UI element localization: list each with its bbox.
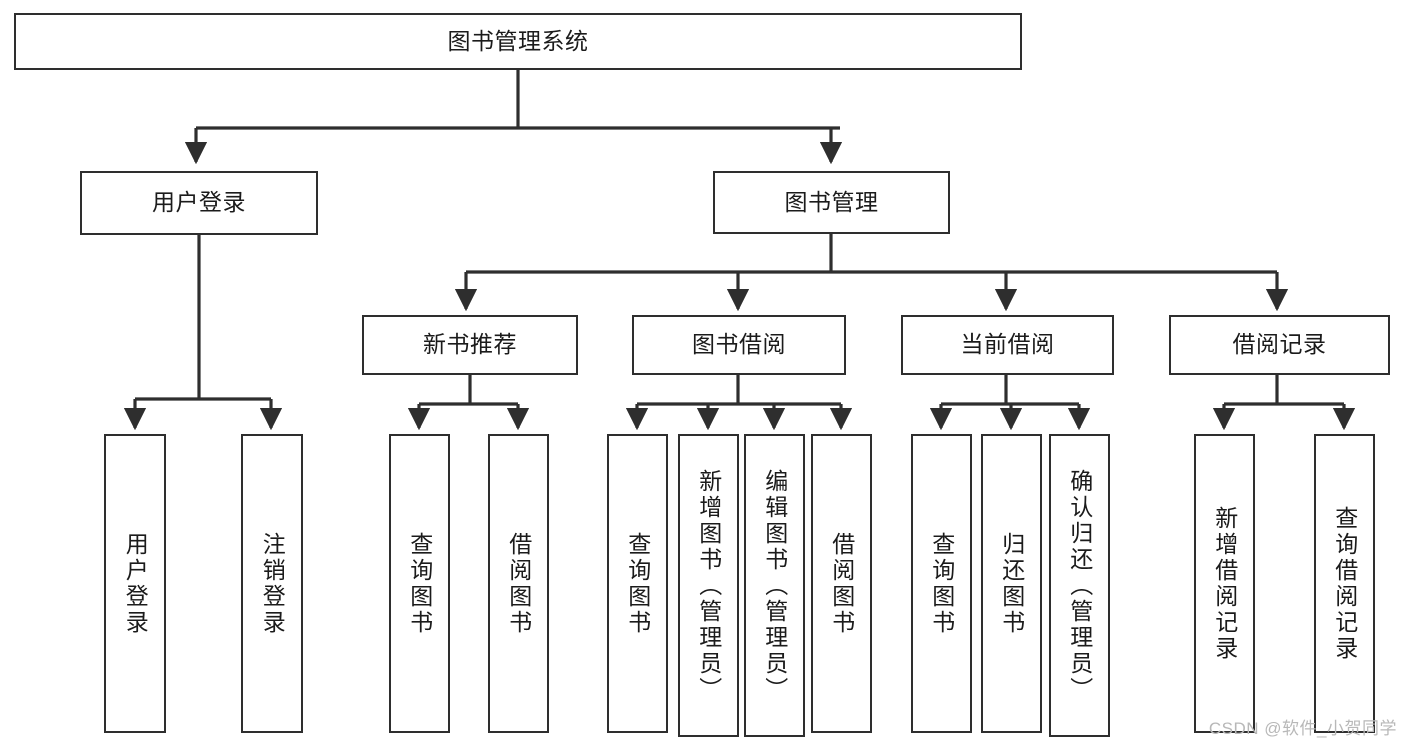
node-label: 查询图书: [928, 531, 955, 636]
node-label: 查询借阅记录: [1331, 505, 1358, 662]
leaf-logout[interactable]: 注销登录: [241, 434, 303, 733]
node-label: 当前借阅: [960, 331, 1055, 358]
node-label: 用户登录: [122, 531, 149, 636]
node-book-borrow[interactable]: 图书借阅: [632, 315, 846, 375]
node-label: 编辑图书（管理员）: [761, 468, 788, 703]
node-label: 注销登录: [259, 531, 286, 636]
leaf-return-books[interactable]: 归还图书: [981, 434, 1042, 733]
node-user-login[interactable]: 用户登录: [80, 171, 318, 235]
node-label: 图书借阅: [692, 331, 786, 358]
leaf-query-books-borrow[interactable]: 查询图书: [607, 434, 668, 733]
leaf-query-books-recommend[interactable]: 查询图书: [389, 434, 450, 733]
leaf-query-books-current[interactable]: 查询图书: [911, 434, 972, 733]
node-label: 新书推荐: [423, 331, 517, 358]
watermark-text: CSDN @软件_小贺同学: [1208, 719, 1397, 738]
leaf-borrow-books-borrow[interactable]: 借阅图书: [811, 434, 872, 733]
node-label: 用户登录: [152, 189, 246, 216]
node-label: 图书管理系统: [447, 27, 589, 54]
node-label: 借阅图书: [505, 531, 532, 636]
node-new-book-recommend[interactable]: 新书推荐: [362, 315, 578, 375]
leaf-query-borrow-record[interactable]: 查询借阅记录: [1314, 434, 1375, 733]
node-label: 图书管理: [784, 188, 879, 215]
node-book-management-system[interactable]: 图书管理系统: [14, 13, 1022, 70]
node-borrow-records[interactable]: 借阅记录: [1169, 315, 1390, 375]
node-label: 新增借阅记录: [1211, 505, 1238, 662]
leaf-edit-book-admin[interactable]: 编辑图书（管理员）: [744, 434, 805, 737]
node-label: 查询图书: [624, 531, 651, 636]
node-label: 查询图书: [406, 531, 433, 636]
leaf-add-book-admin[interactable]: 新增图书（管理员）: [678, 434, 739, 737]
node-label: 确认归还（管理员）: [1066, 468, 1093, 703]
node-label: 借阅图书: [828, 531, 855, 636]
node-book-management[interactable]: 图书管理: [713, 171, 950, 234]
node-current-borrow[interactable]: 当前借阅: [901, 315, 1114, 375]
node-label: 新增图书（管理员）: [695, 468, 722, 703]
node-label: 借阅记录: [1232, 331, 1327, 358]
leaf-confirm-return-admin[interactable]: 确认归还（管理员）: [1049, 434, 1110, 737]
node-label: 归还图书: [998, 531, 1025, 636]
leaf-add-borrow-record[interactable]: 新增借阅记录: [1194, 434, 1255, 733]
leaf-user-login[interactable]: 用户登录: [104, 434, 166, 733]
leaf-borrow-books-recommend[interactable]: 借阅图书: [488, 434, 549, 733]
